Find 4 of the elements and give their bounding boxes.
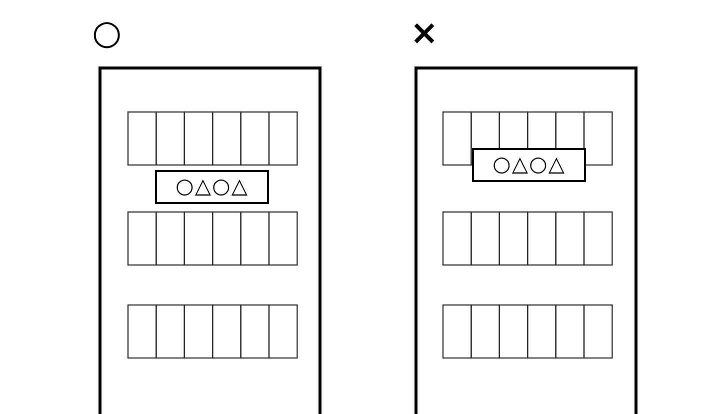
label-plate: ○△○△ [155,170,269,204]
correct-mark: ○ [92,16,122,50]
wrong-mark: × [410,16,438,50]
label-plate: ○△○△ [472,148,586,182]
